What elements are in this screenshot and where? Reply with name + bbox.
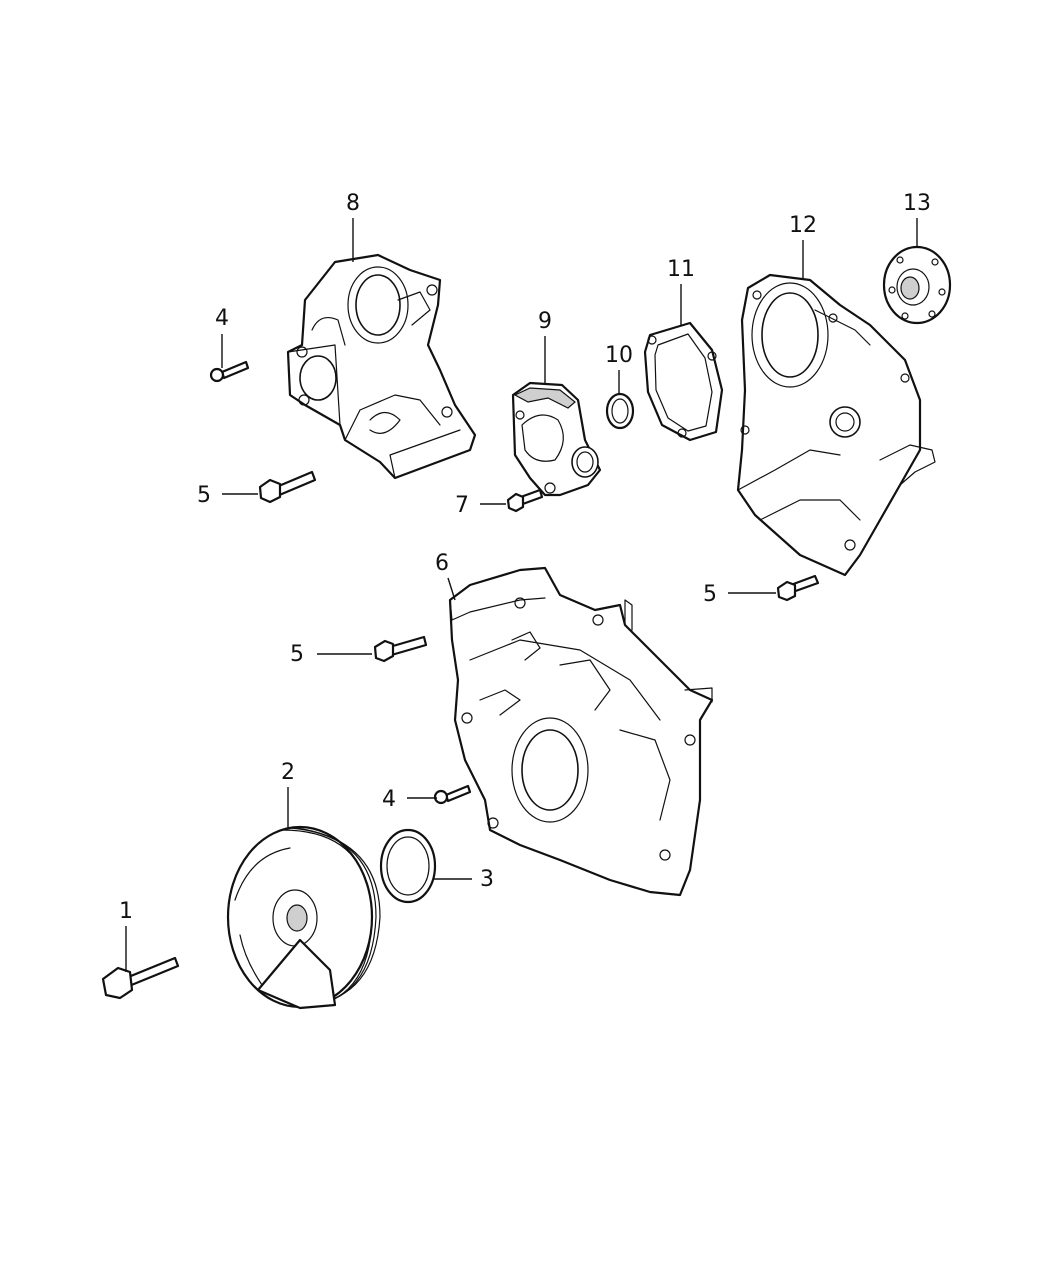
part-4-bolt-upper xyxy=(209,360,250,383)
callout-5-right: 5 xyxy=(703,582,717,607)
callout-4-lower: 4 xyxy=(382,787,396,812)
callout-13: 13 xyxy=(903,191,931,216)
part-13-flange xyxy=(882,245,952,325)
callout-9: 9 xyxy=(538,309,552,334)
callout-3: 3 xyxy=(480,867,494,892)
part-12-front-cover xyxy=(736,273,936,577)
callout-5-center: 5 xyxy=(290,642,304,667)
callout-1: 1 xyxy=(119,899,133,924)
leader-lines xyxy=(125,218,918,972)
part-7-bolt xyxy=(506,488,544,513)
part-2-damper-pulley xyxy=(226,825,381,1010)
part-10-seal xyxy=(605,392,635,430)
callout-12: 12 xyxy=(789,213,817,238)
callout-8: 8 xyxy=(346,191,360,216)
part-9-thermostat-housing xyxy=(511,381,602,497)
part-11-gasket xyxy=(643,321,724,442)
part-4-bolt-lower xyxy=(433,784,472,805)
callout-11: 11 xyxy=(667,257,695,282)
part-1-bolt xyxy=(101,956,180,1000)
callout-2: 2 xyxy=(281,760,295,785)
callout-numbers: 1 2 3 4 4 5 5 5 6 7 8 9 10 11 12 13 xyxy=(119,191,931,924)
part-5-bolt-right xyxy=(776,574,820,602)
callout-10: 10 xyxy=(605,343,633,368)
callout-6: 6 xyxy=(435,551,449,576)
part-3-crank-seal xyxy=(379,828,437,904)
part-8-housing xyxy=(286,253,477,480)
callout-4-upper: 4 xyxy=(215,306,229,331)
part-6-engine-front-cover xyxy=(448,566,714,897)
part-5-bolt-center xyxy=(373,635,428,663)
callout-7: 7 xyxy=(455,493,469,518)
part-5-bolt-left xyxy=(258,470,317,504)
callout-5-left: 5 xyxy=(197,483,211,508)
